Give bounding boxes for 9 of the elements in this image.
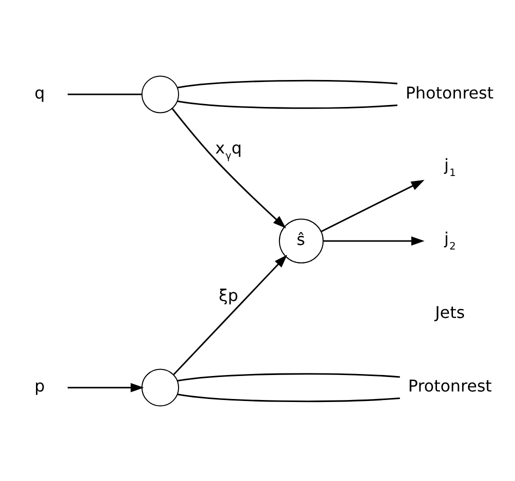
- edge-label: ξp: [218, 285, 238, 304]
- edge-label: x$_{γ}$q: [215, 138, 242, 162]
- label: Jets: [435, 302, 465, 322]
- node-text: p: [34, 376, 45, 395]
- node-text: j$_{2}$: [444, 228, 456, 252]
- node-text: q: [34, 82, 45, 102]
- node-text: Protonrest: [408, 376, 492, 395]
- node-text: Photonrest: [406, 82, 494, 102]
- node-text: j$_{1}$: [444, 155, 456, 179]
